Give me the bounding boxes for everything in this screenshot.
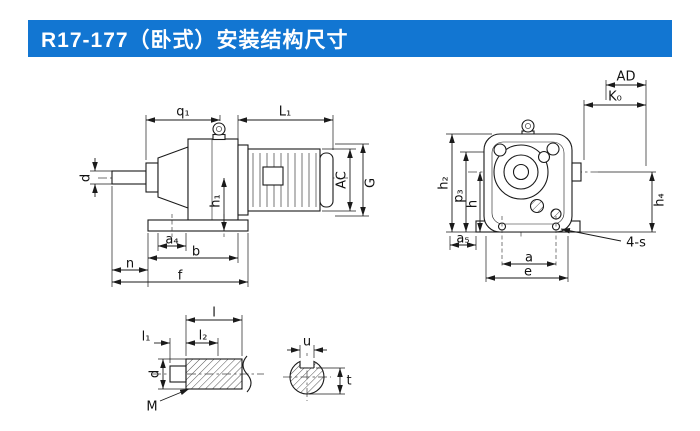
shaft-stub-end	[169, 365, 187, 383]
dim-label-a: a	[525, 251, 533, 266]
dim-label-l: l	[212, 306, 216, 321]
break-line	[242, 355, 252, 393]
dim-label-M: M	[146, 400, 157, 415]
plug-hole-hatched	[529, 198, 545, 214]
dim-a5: a₅	[449, 232, 477, 250]
keyway-outline	[299, 361, 315, 369]
dim-label-u: u	[303, 335, 311, 350]
dim-G: G	[335, 143, 379, 217]
dim-t: t	[309, 367, 352, 395]
dim-label-h: h	[466, 200, 481, 208]
motor-endcap	[319, 152, 334, 208]
end-view: AD K₀ h₂ p₃ h h₄	[437, 70, 668, 282]
dim-n: n	[111, 186, 148, 287]
dim-l1: l₁	[142, 330, 171, 363]
dim-AD: AD	[605, 70, 647, 166]
dim-4s: 4-s	[560, 228, 646, 251]
dim-label-a5: a₅	[456, 232, 469, 247]
dim-label-l1: l₁	[142, 330, 151, 345]
lifting-eye-hole	[525, 123, 531, 129]
dim-label-h1: h₁	[209, 194, 224, 207]
dim-l: l	[185, 306, 243, 356]
dim-label-e: e	[524, 265, 532, 280]
dim-label-K0: K₀	[608, 90, 622, 105]
bolt-hole	[537, 150, 551, 164]
dim-e: e	[485, 236, 569, 282]
dim-a: a	[502, 251, 556, 267]
dim-label-t: t	[346, 374, 351, 389]
dim-label-l2: l₂	[199, 329, 208, 344]
dim-label-L1: L₁	[279, 105, 291, 120]
gearbox-housing	[187, 138, 239, 221]
output-shaft	[111, 170, 147, 185]
dim-L1: L₁	[237, 105, 334, 150]
dim-label-b: b	[192, 245, 200, 260]
mounting-base	[147, 219, 249, 232]
lifting-eye	[212, 122, 226, 136]
dim-label-AC: AC	[335, 171, 350, 189]
dim-label-h4: h₄	[653, 193, 668, 206]
dim-label-f: f	[178, 269, 183, 284]
dim-K0: K₀	[583, 90, 646, 160]
gear-circle-bore	[512, 163, 530, 181]
dim-label-shaft-d: d	[148, 370, 163, 378]
gearbox-taper	[157, 146, 189, 209]
dim-AC: AC	[322, 148, 356, 212]
dim-h1: h₁	[209, 178, 227, 231]
dim-shaft-detail-d: d	[148, 358, 186, 390]
dim-label-q1: q₁	[176, 105, 189, 120]
shaft-detail: l l₂ l₁ d M	[142, 306, 264, 415]
shaft-stub	[571, 162, 582, 182]
dim-label-4s: 4-s	[626, 236, 646, 251]
dim-f: f	[112, 233, 249, 287]
side-view: q₁ L₁ d AC G h₁	[79, 105, 379, 287]
dim-label-p3: p₃	[452, 189, 467, 202]
lifting-eye	[521, 119, 535, 133]
dim-label-G: G	[364, 178, 379, 188]
motor-nameplate	[262, 166, 284, 186]
bolt-hole	[546, 142, 560, 156]
dim-label-n: n	[126, 257, 134, 272]
dim-label-d: d	[79, 174, 94, 182]
key-section: u t	[283, 335, 352, 401]
page-title: R17-177（卧式）安装结构尺寸	[41, 28, 349, 52]
keyway-cutout	[300, 356, 314, 368]
dim-l2: l₂	[186, 329, 219, 356]
dim-label-AD: AD	[617, 70, 636, 85]
dim-q1: q₁	[145, 105, 221, 160]
dim-p3: p₃	[452, 151, 484, 232]
dim-h2: h₂	[437, 133, 492, 233]
dim-a4: a₄	[157, 233, 187, 251]
dim-label-h2: h₂	[437, 176, 452, 189]
title-banner: R17-177（卧式）安装结构尺寸	[28, 20, 672, 57]
bearing-hub	[145, 162, 159, 193]
dim-u: u	[287, 335, 327, 358]
dim-b: b	[147, 233, 239, 287]
shaft-section-hatched	[185, 358, 243, 390]
dim-h4: h₄	[580, 171, 668, 233]
dim-h: h	[466, 172, 483, 232]
bolt-hole	[493, 143, 507, 157]
end-housing-inner	[491, 141, 565, 225]
dim-shaft-d: d	[79, 158, 112, 197]
motor-flange	[237, 144, 249, 216]
dim-label-a4: a₄	[165, 233, 178, 248]
lifting-eye-hole	[216, 126, 222, 132]
dim-M: M	[146, 388, 190, 415]
